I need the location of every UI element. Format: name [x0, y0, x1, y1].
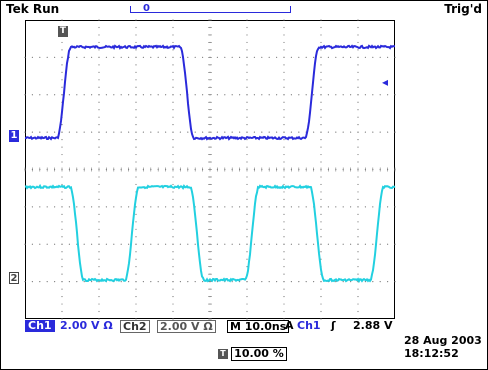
graticule-lines: [24, 19, 396, 320]
trigger-level-arrow-icon[interactable]: ◂: [382, 75, 389, 89]
status-bar: Tek Run 0 Trig'd: [0, 0, 488, 20]
waveform-display: [24, 19, 396, 320]
ch2-waveform: [24, 183, 396, 284]
ch1-ground-marker[interactable]: 1: [9, 130, 19, 142]
ch2-label: Ch2: [120, 320, 150, 333]
horizontal-position-readout: 10.00 %: [231, 347, 287, 361]
trigger-status: Trig'd: [444, 2, 482, 16]
trigger-position-icon[interactable]: T: [58, 26, 68, 37]
trigger-zero-marker: 0: [143, 3, 150, 14]
date-text: 28 Aug 2003: [404, 334, 482, 347]
trigger-source: Ch1: [297, 319, 321, 332]
trigger-bar-right-tick: [290, 6, 291, 13]
timebase-readout: M 10.0ns: [227, 320, 290, 333]
time-text: 18:12:52: [404, 347, 459, 360]
trigger-slope-icon: ʃ: [331, 319, 336, 332]
horizontal-position-icon: T: [218, 349, 228, 359]
ch1-scale: 2.00 V Ω: [60, 319, 113, 332]
ch2-ground-marker[interactable]: 2: [9, 272, 19, 284]
run-status: Tek Run: [6, 2, 60, 16]
trigger-mode: A: [285, 319, 294, 332]
ch1-waveform: [24, 44, 395, 141]
trigger-bar-left-tick: [130, 6, 131, 13]
trigger-position-bar: [130, 12, 290, 13]
ch2-scale: 2.00 V Ω: [157, 320, 216, 333]
trigger-level: 2.88 V: [353, 319, 393, 332]
timestamp: 28 Aug 2003 18:12:52: [404, 334, 482, 360]
ch1-label: Ch1: [25, 320, 55, 332]
